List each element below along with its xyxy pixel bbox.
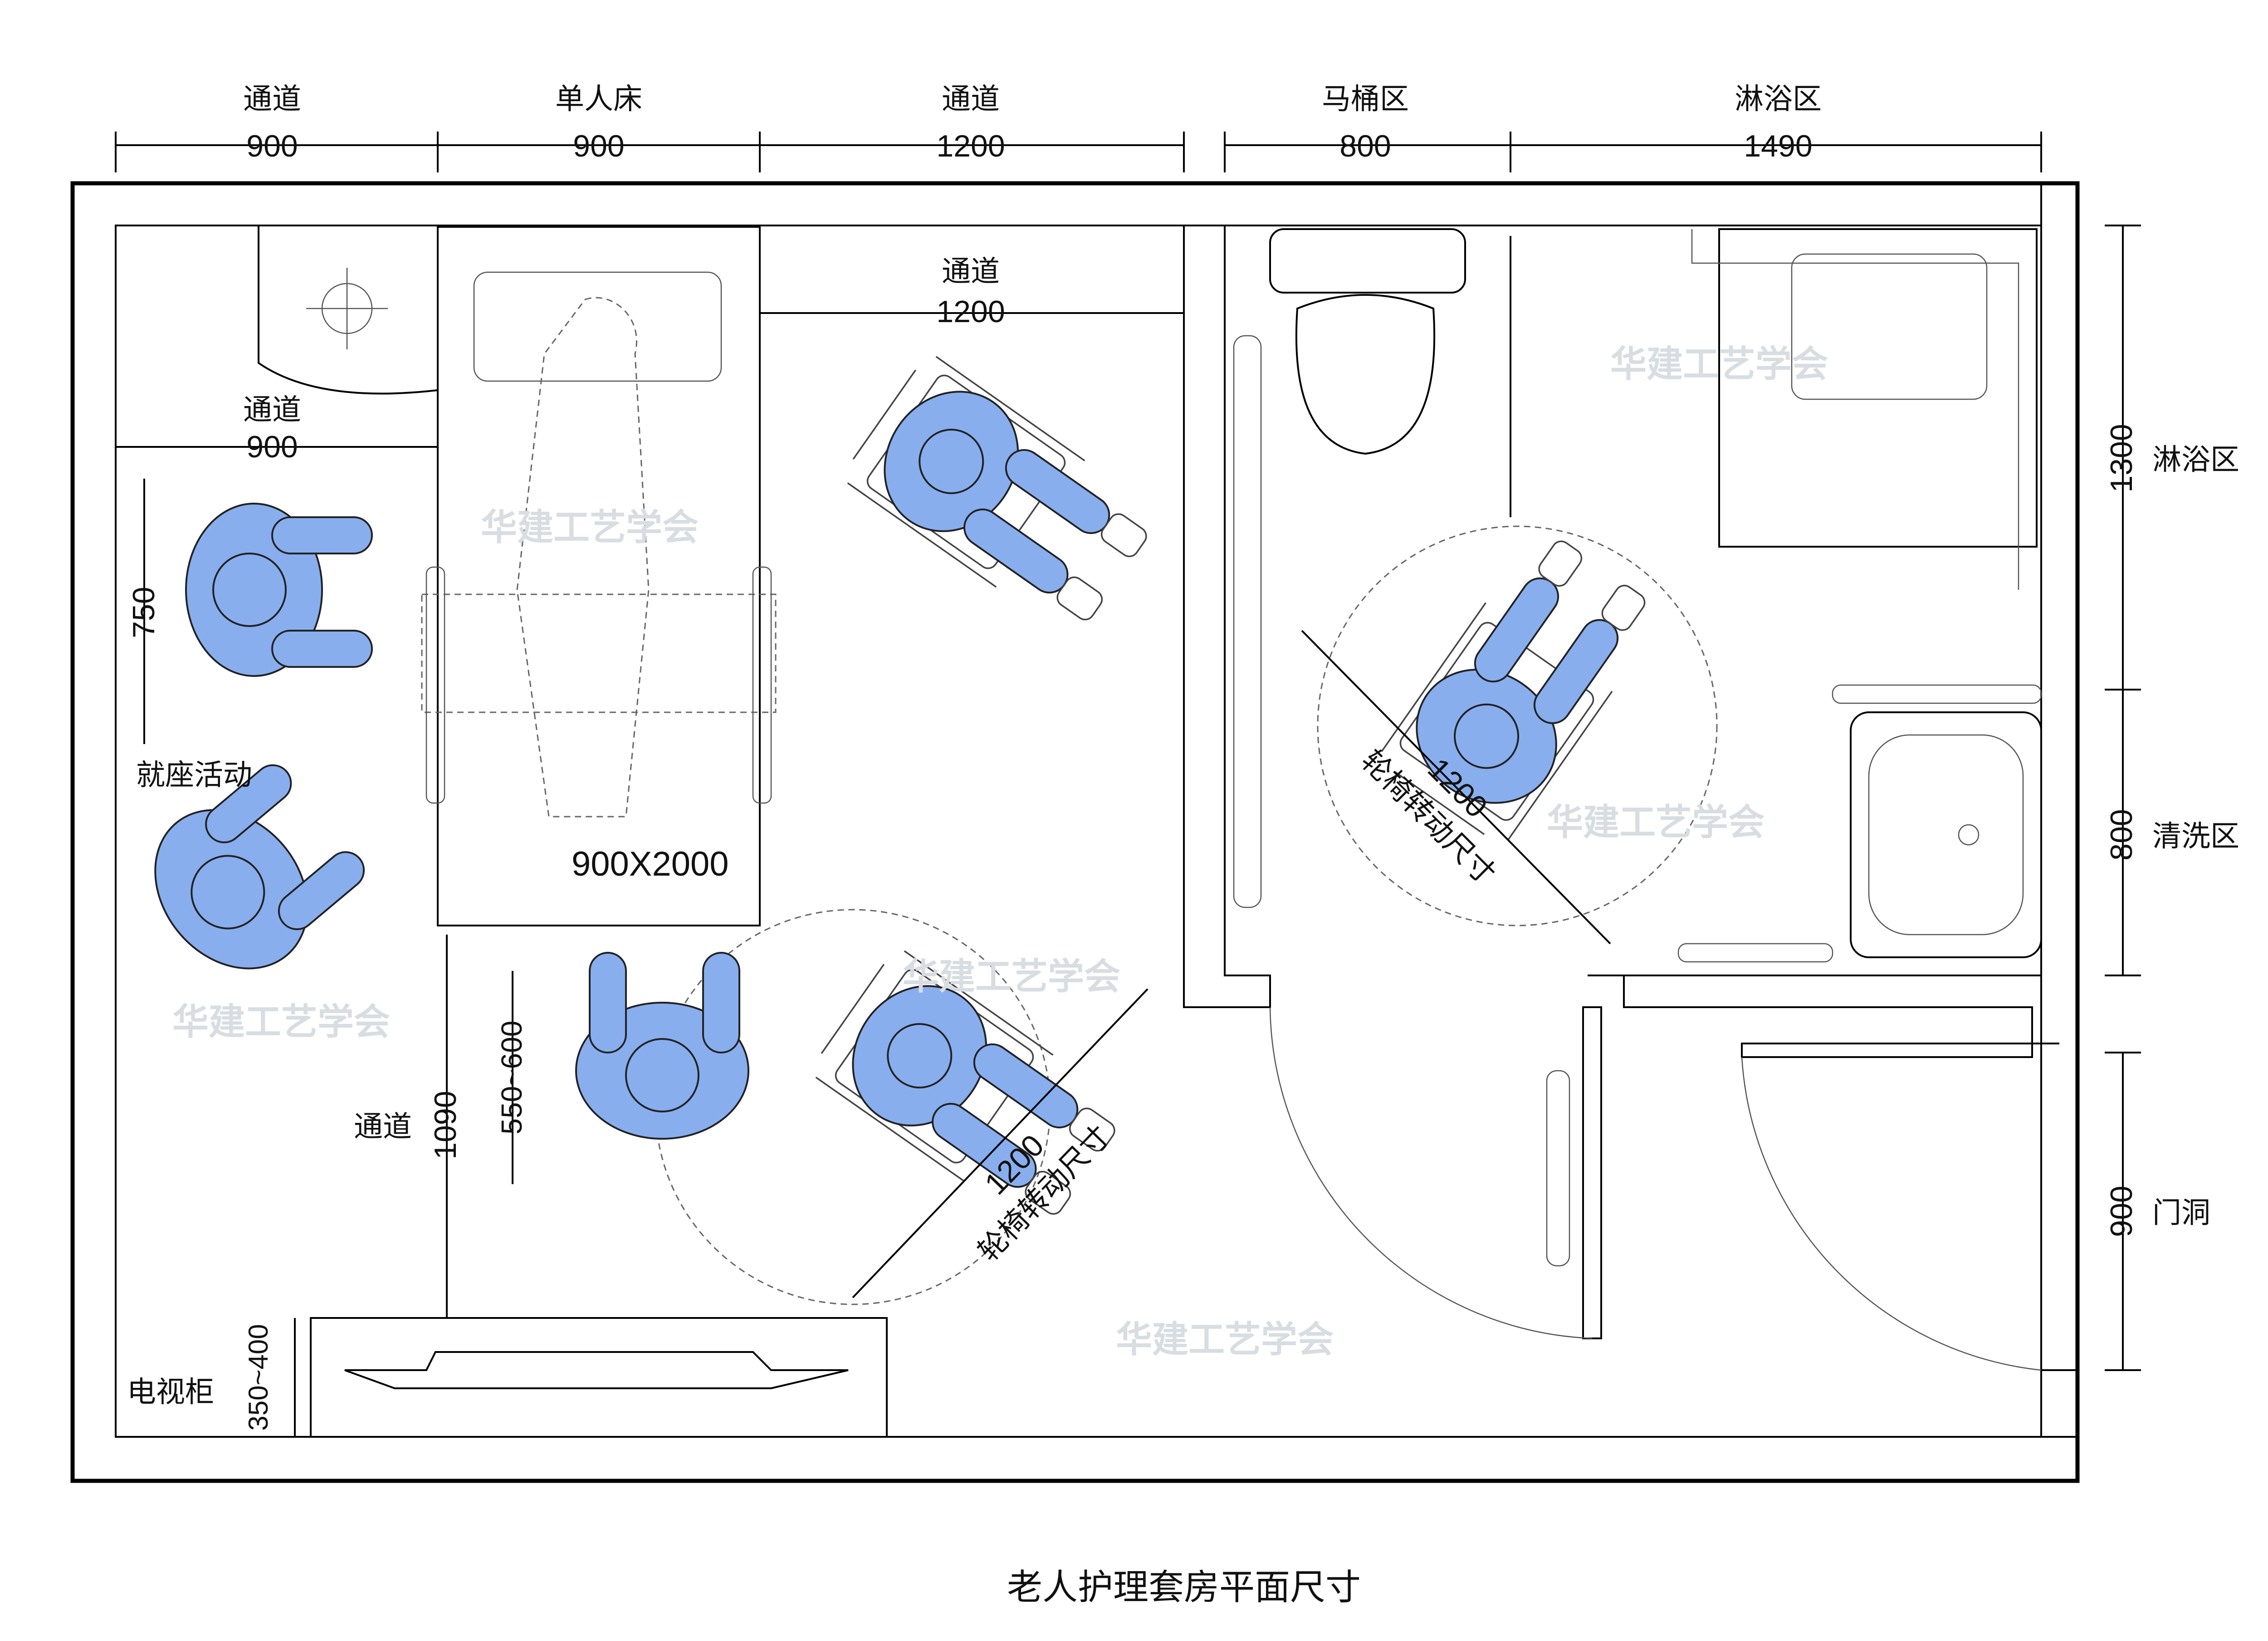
aisle-right-label: 通道 xyxy=(942,255,1000,289)
wheelchair-user-top xyxy=(839,350,1164,643)
watermark: 华建工艺学会 xyxy=(1116,1318,1334,1361)
entry-handrail xyxy=(1546,1070,1570,1267)
top-dim-label-5: 淋浴区 xyxy=(1735,83,1822,116)
tv-cabinet xyxy=(310,1317,888,1438)
watermark: 华建工艺学会 xyxy=(1610,343,1828,385)
tv-cabinet-label: 电视柜 xyxy=(127,1376,214,1409)
top-dim-value-1: 900 xyxy=(246,129,298,163)
aisle-right-value: 1200 xyxy=(936,294,1005,329)
watermark: 华建工艺学会 xyxy=(903,955,1120,998)
aisle-sofa-value: 900 xyxy=(246,430,298,464)
watermark: 华建工艺学会 xyxy=(481,506,699,549)
top-dim-label-2: 单人床 xyxy=(555,83,642,116)
aisle-sofa-label: 通道 xyxy=(243,393,301,427)
top-dim-value-3: 1200 xyxy=(936,129,1005,163)
watermark: 华建工艺学会 xyxy=(172,1001,390,1043)
right-dim-value-1: 1300 xyxy=(2104,424,2139,492)
wash-basin xyxy=(1677,684,2042,963)
inner-dimensions: 通道 1200 通道 900 750 就座活动 900X2000 550~600… xyxy=(116,255,1611,1437)
seated-person-1 xyxy=(185,503,373,677)
bed xyxy=(421,226,777,926)
tv-depth-value: 350~400 xyxy=(243,1324,274,1430)
right-dim-value-3: 900 xyxy=(2104,1185,2139,1237)
right-dim-value-2: 800 xyxy=(2104,809,2139,860)
bed-size-label: 900X2000 xyxy=(572,845,729,883)
diagram-title: 老人护理套房平面尺寸 xyxy=(1007,1567,1361,1608)
watermark: 华建工艺学会 xyxy=(1547,801,1765,843)
right-dim-label-2: 清洗区 xyxy=(2152,820,2239,853)
side-table xyxy=(258,225,439,395)
top-dimension-line xyxy=(115,132,2042,172)
seat-activity-label: 就座活动 xyxy=(136,759,252,792)
door-swings xyxy=(1269,1007,2042,1371)
right-dim-label-3: 门洞 xyxy=(2152,1196,2210,1230)
seat-depth-value: 750 xyxy=(127,587,161,638)
right-dim-label-1: 淋浴区 xyxy=(2152,443,2239,477)
standing-person xyxy=(575,952,749,1140)
turning-circle-bath xyxy=(1317,525,1718,926)
aisle-lower-value: 1090 xyxy=(428,1091,463,1159)
person-depth-value: 550~600 xyxy=(495,1021,528,1135)
right-dimensions: 1300 淋浴区 800 清洗区 900 门洞 xyxy=(2104,424,2239,1237)
watermarks: 华建工艺学会 华建工艺学会 华建工艺学会 华建工艺学会 华建工艺学会 华建工艺学… xyxy=(172,343,1828,1361)
top-dim-value-4: 800 xyxy=(1339,129,1391,163)
right-dimension-line xyxy=(2105,225,2141,1371)
top-dim-value-2: 900 xyxy=(573,129,624,163)
top-dim-label-4: 马桶区 xyxy=(1322,83,1409,116)
top-dim-value-5: 1490 xyxy=(1744,129,1812,163)
top-dim-label-3: 通道 xyxy=(942,83,1000,116)
top-dim-label-1: 通道 xyxy=(243,83,301,116)
shower xyxy=(1691,228,2038,590)
top-dimensions: 通道 900 单人床 900 通道 1200 马桶区 800 淋浴区 1490 xyxy=(243,83,1822,163)
toilet xyxy=(1233,228,1511,908)
aisle-lower-label: 通道 xyxy=(354,1110,412,1144)
